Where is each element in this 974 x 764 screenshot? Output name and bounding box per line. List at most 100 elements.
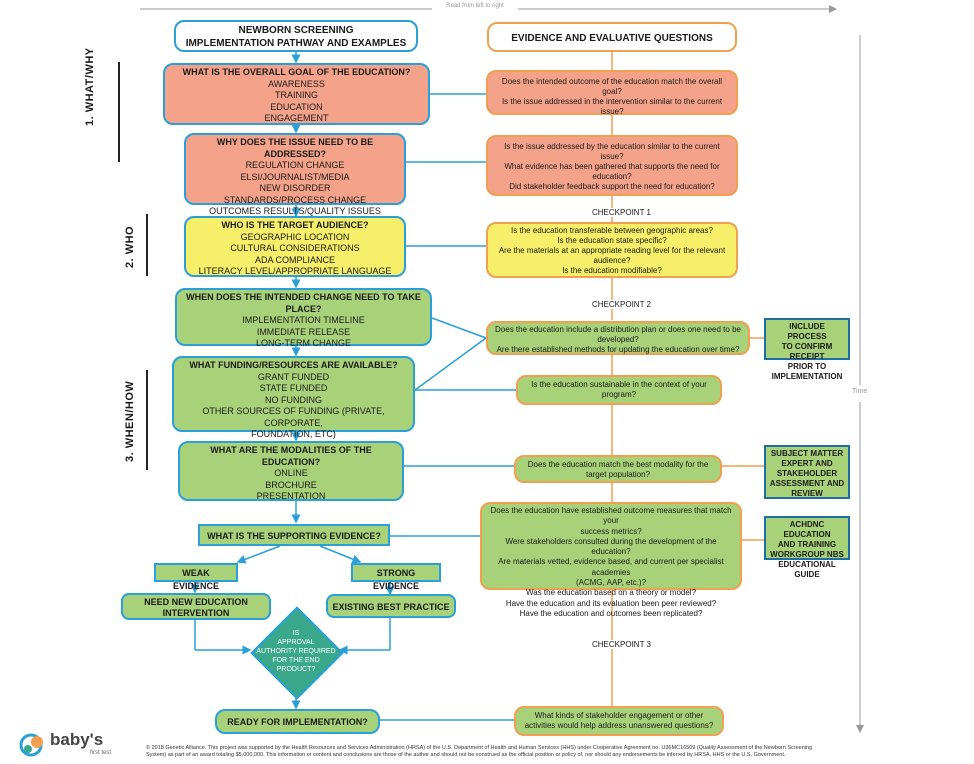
question-line: Is the issue addressed by the education … bbox=[504, 142, 720, 151]
goal-box: WHAT IS THE OVERALL GOAL OF THE EDUCATIO… bbox=[163, 63, 430, 125]
babys-first-test-logo: baby's first test bbox=[18, 730, 138, 760]
question-line: Was the education based on a theory or m… bbox=[525, 588, 697, 598]
approval-line: AUTHORITY REQUIRED bbox=[256, 648, 336, 655]
side-line: REVIEW bbox=[791, 489, 823, 498]
side-line: ACHDNC EDUCATION bbox=[783, 520, 831, 539]
best-practice-box: EXISTING BEST PRACTICE bbox=[326, 594, 456, 618]
funding-item: NO FUNDING bbox=[265, 394, 322, 405]
modalities-item: BROCHURE bbox=[265, 479, 317, 490]
side-line: WORKGROUP NBS bbox=[770, 550, 844, 559]
goal-item: AWARENESS bbox=[268, 78, 325, 89]
side-box-sme: SUBJECT MATTER EXPERT AND STAKEHOLDER AS… bbox=[764, 445, 850, 499]
question-line: Is the education state specific? bbox=[557, 236, 667, 245]
goal-header: WHAT IS THE OVERALL GOAL OF THE EDUCATIO… bbox=[182, 67, 411, 77]
question-line: Does the education have established outc… bbox=[490, 506, 732, 526]
side-line: AND TRAINING bbox=[777, 540, 837, 549]
question-line: What kinds of stakeholder engagement or … bbox=[534, 711, 704, 720]
side-line: INCLUDE PROCESS bbox=[787, 322, 827, 341]
question-line: target population? bbox=[585, 470, 651, 479]
question-line: Have the education and its evaluation be… bbox=[505, 598, 717, 608]
question-line: audience? bbox=[593, 256, 631, 265]
side-line: SUBJECT MATTER bbox=[770, 449, 844, 458]
funding-header: WHAT FUNDING/RESOURCES ARE AVAILABLE? bbox=[189, 360, 398, 370]
audience-item: CULTURAL CONSIDERATIONS bbox=[230, 243, 360, 253]
footer-text: © 2018 Genetic Alliance. This project wa… bbox=[146, 745, 946, 759]
question-line: Were stakeholders consulted during the d… bbox=[505, 536, 717, 557]
side-line: TO CONFIRM RECEIPT bbox=[781, 342, 833, 361]
approval-diamond: IS APPROVAL AUTHORITY REQUIRED FOR THE E… bbox=[250, 606, 344, 700]
section-who: 2. WHO bbox=[124, 225, 136, 268]
section-divider-3 bbox=[146, 370, 148, 470]
question-line: Is the education sustainable in the cont… bbox=[531, 380, 707, 389]
funding-item: FOUNDATION, ETC) bbox=[251, 429, 336, 439]
question-line: success metrics? bbox=[580, 526, 642, 536]
section-when-how: 3. WHEN/HOW bbox=[124, 380, 136, 462]
timing-item: IMPLEMENTATION TIMELINE bbox=[242, 315, 365, 325]
question-box-4: Does the education include a distributio… bbox=[486, 321, 750, 355]
side-line: IMPLEMENTATION bbox=[771, 372, 843, 381]
question-line: issue? bbox=[600, 152, 624, 161]
question-box-3: Is the education transferable between ge… bbox=[486, 222, 738, 278]
checkpoint-1: CHECKPOINT 1 bbox=[590, 208, 653, 217]
timing-item: IMMEDIATE RELEASE bbox=[256, 326, 351, 337]
issue-box: WHY DOES THE ISSUE NEED TO BE ADDRESSED?… bbox=[184, 133, 406, 216]
funding-item: OTHER SOURCES OF FUNDING (PRIVATE, CORPO… bbox=[202, 406, 385, 428]
supporting-evidence-box: WHAT IS THE SUPPORTING EVIDENCE? bbox=[198, 524, 390, 546]
question-line: Are the materials at an appropriate read… bbox=[498, 246, 726, 255]
question-box-7: Does the education have established outc… bbox=[480, 502, 742, 618]
issue-item: STANDARDS/PROCESS CHANGE bbox=[223, 194, 367, 205]
funding-item: STATE FUNDED bbox=[259, 383, 328, 393]
left-title-line1: NEWBORN SCREENING bbox=[238, 25, 354, 36]
modalities-item: ONLINE bbox=[274, 468, 308, 478]
left-title-line2: IMPLEMENTATION PATHWAY AND EXAMPLES bbox=[185, 38, 407, 49]
timing-box: WHEN DOES THE INTENDED CHANGE NEED TO TA… bbox=[175, 288, 432, 348]
goal-item: ENGAGEMENT bbox=[264, 113, 329, 123]
audience-item: ADA COMPLIANCE bbox=[254, 254, 336, 265]
issue-item: ELSI/JOURNALIST/MEDIA bbox=[240, 171, 350, 182]
question-line: goal? bbox=[602, 87, 622, 96]
time-label: Time bbox=[852, 388, 868, 395]
ready-box: READY FOR IMPLEMENTATION? bbox=[215, 709, 380, 734]
audience-item: GEOGRAPHIC LOCATION bbox=[240, 231, 350, 242]
question-box-2: Is the issue addressed by the education … bbox=[486, 135, 738, 196]
question-line: Does the education match the best modali… bbox=[527, 460, 709, 469]
issue-item: OUTCOMES RESULTS/QUALITY ISSUES bbox=[209, 206, 381, 216]
approval-line: FOR THE END bbox=[272, 657, 320, 664]
question-line: activities would help address unanswered… bbox=[524, 721, 714, 730]
question-box-5: Is the education sustainable in the cont… bbox=[516, 375, 722, 405]
side-line: ASSESSMENT AND bbox=[769, 479, 845, 488]
new-intervention-line: NEED NEW EDUCATION bbox=[144, 597, 248, 607]
checkpoint-3: CHECKPOINT 3 bbox=[590, 640, 653, 649]
section-divider-2 bbox=[146, 214, 148, 276]
funding-box: WHAT FUNDING/RESOURCES ARE AVAILABLE? GR… bbox=[172, 356, 415, 439]
left-title: NEWBORN SCREENING IMPLEMENTATION PATHWAY… bbox=[174, 20, 418, 52]
issue-item: NEW DISORDER bbox=[259, 183, 331, 193]
side-line: PRIOR TO bbox=[787, 362, 827, 371]
issue-header: WHY DOES THE ISSUE NEED TO BE ADDRESSED? bbox=[216, 137, 374, 159]
timing-item: LONG-TERM CHANGE bbox=[255, 338, 351, 348]
logo-icon bbox=[19, 733, 43, 757]
new-intervention-box: NEED NEW EDUCATION INTERVENTION bbox=[121, 593, 271, 620]
question-line: Are there established methods for updati… bbox=[496, 345, 740, 354]
approval-line: APPROVAL bbox=[277, 639, 315, 646]
weak-evidence-box: WEAK EVIDENCE bbox=[154, 563, 238, 591]
question-box-6: Does the education match the best modali… bbox=[514, 455, 722, 483]
logo-tagline: first test bbox=[90, 750, 112, 756]
issue-item: REGULATION CHANGE bbox=[245, 160, 345, 170]
question-line: developed? bbox=[597, 335, 639, 344]
modalities-header: WHAT ARE THE MODALITIES OF THE EDUCATION… bbox=[210, 445, 372, 467]
funding-item: GRANT FUNDED bbox=[257, 371, 330, 382]
side-box-achdnc: ACHDNC EDUCATION AND TRAINING WORKGROUP … bbox=[764, 516, 850, 579]
question-line: (ACMG, AAP, etc.)? bbox=[575, 578, 647, 588]
side-line: EXPERT AND bbox=[781, 459, 833, 468]
question-box-8: What kinds of stakeholder engagement or … bbox=[514, 706, 724, 736]
question-line: Have the education and outcomes been rep… bbox=[519, 608, 703, 618]
side-box-receipt: INCLUDE PROCESS TO CONFIRM RECEIPT PRIOR… bbox=[764, 318, 850, 381]
approval-line: IS bbox=[292, 630, 300, 637]
question-line: Did stakeholder feedback support the nee… bbox=[509, 182, 715, 191]
modalities-box: WHAT ARE THE MODALITIES OF THE EDUCATION… bbox=[178, 441, 404, 501]
new-intervention-line: INTERVENTION bbox=[162, 608, 230, 618]
footer-line: System) as part of an award totaling $5,… bbox=[146, 752, 786, 758]
right-title: EVIDENCE AND EVALUATIVE QUESTIONS bbox=[487, 22, 737, 52]
